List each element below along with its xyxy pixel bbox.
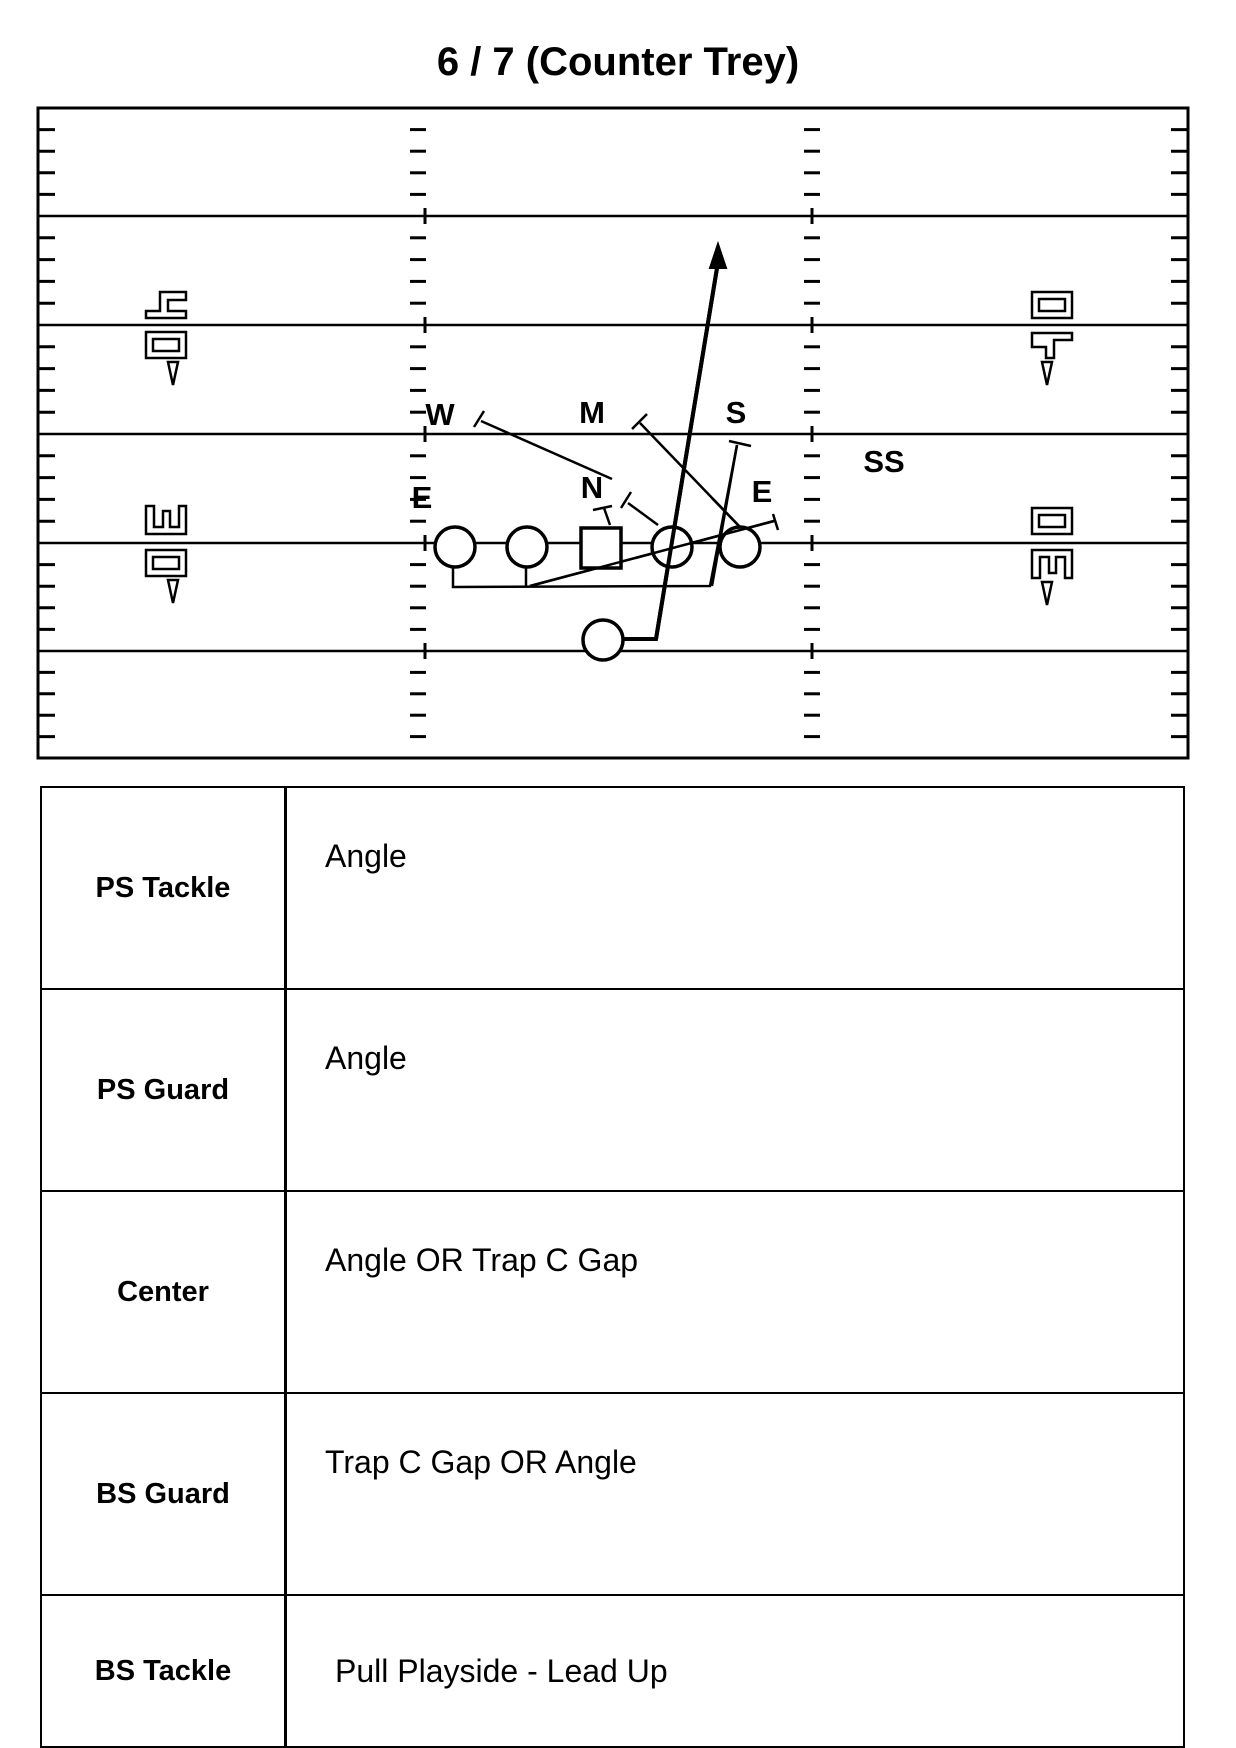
defender-ss: SS xyxy=(863,444,904,479)
rule-text: Angle OR Trap C Gap xyxy=(284,1190,1185,1394)
player-bs-guard xyxy=(505,525,549,569)
defender-n: N xyxy=(581,470,603,505)
route-overlay-main xyxy=(654,261,720,640)
defender-s: S xyxy=(726,395,747,430)
rule-text: Angle xyxy=(284,786,1185,990)
player-center xyxy=(579,526,623,570)
offensive-line xyxy=(433,525,762,662)
hash-marks xyxy=(38,128,1188,739)
yard-number-left-30 xyxy=(144,504,188,604)
defender-labels: W M S N E E SS xyxy=(412,395,905,515)
position-label: PS Guard xyxy=(40,988,287,1192)
position-label: BS Tackle xyxy=(40,1594,287,1748)
yard-number-right-30 xyxy=(1030,506,1074,606)
yard-number-right-40 xyxy=(1030,290,1074,386)
position-label: Center xyxy=(40,1190,287,1394)
defender-w: W xyxy=(425,397,455,432)
player-ball-carrier xyxy=(581,618,625,662)
ball-carrier-route xyxy=(611,240,728,641)
route-overlay xyxy=(529,444,775,588)
play-title: 6 / 7 (Counter Trey) xyxy=(436,40,800,84)
position-label: PS Tackle xyxy=(40,786,287,990)
position-label: BS Guard xyxy=(40,1392,287,1596)
defender-e-right: E xyxy=(752,474,773,509)
defender-e-left: E xyxy=(412,480,433,515)
rule-text: Trap C Gap OR Angle xyxy=(284,1392,1185,1596)
player-bs-tackle xyxy=(433,525,477,569)
yard-number-left-40 xyxy=(144,290,188,386)
defender-m: M xyxy=(579,395,605,430)
rule-text: Angle xyxy=(284,988,1185,1192)
rule-text: Pull Playside - Lead Up xyxy=(284,1594,1185,1748)
play-diagram: W M S N E E SS xyxy=(36,106,1190,760)
